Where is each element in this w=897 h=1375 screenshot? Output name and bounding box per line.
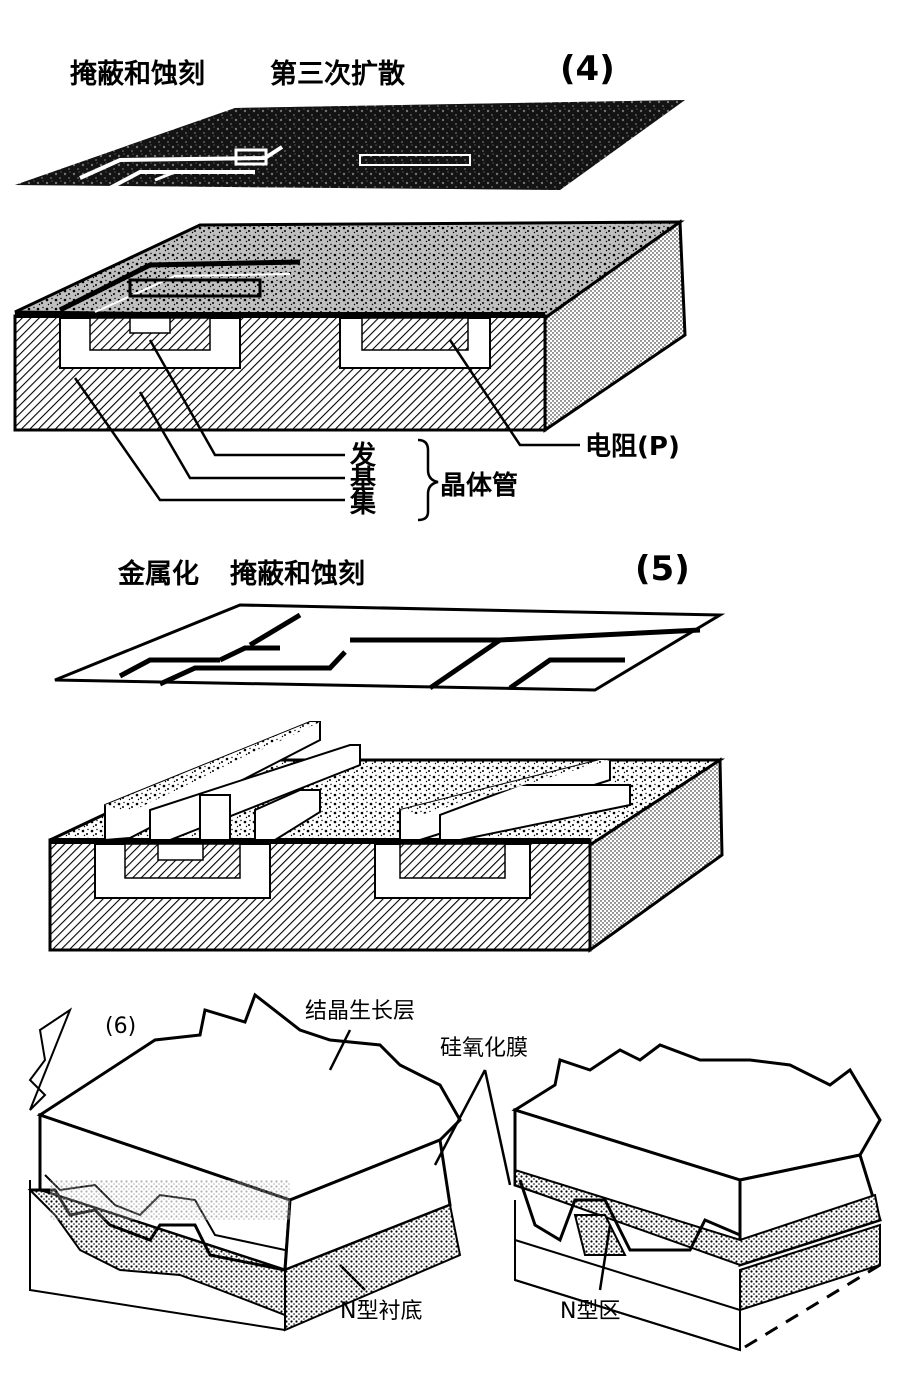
label-transistor: 晶体管 [440,471,518,501]
label-resistor: 电阻(P) [585,432,680,462]
step6-right-block [511,1043,882,1352]
step4-title-right: 第三次扩散 [270,58,405,90]
label-base: 基 [350,465,377,495]
step4-group: 掩蔽和蚀刻 第三次扩散 (4) [13,49,687,522]
step4-title-left: 掩蔽和蚀刻 [70,58,205,90]
step5-title-left: 金属化 [117,558,199,590]
label-emitter: 发 [349,440,376,471]
step5-title-right: 掩蔽和蚀刻 [230,558,365,590]
label-oxide-film: 硅氧化膜 [440,1036,528,1061]
step5-wafer-block [48,721,726,953]
step4-wafer-block [13,219,687,433]
step5-number: (5) [635,549,690,589]
label-n-region: N型区 [560,1299,620,1324]
step6-group: (6) [27,992,882,1352]
step5-mask [54,603,726,692]
step6-number: (6) [105,1014,136,1039]
step4-mask [15,100,685,190]
label-epitaxial-layer: 结晶生长层 [305,999,415,1024]
step6-leader-lines [328,1029,612,1291]
step4-leader-lines [73,339,580,522]
step4-number: (4) [560,49,615,89]
step6-left-block [27,992,462,1332]
label-n-substrate: N型衬底 [340,1299,422,1324]
step5-group: 金属化 掩蔽和蚀刻 (5) [48,549,726,953]
label-collector: 集 [349,488,377,519]
